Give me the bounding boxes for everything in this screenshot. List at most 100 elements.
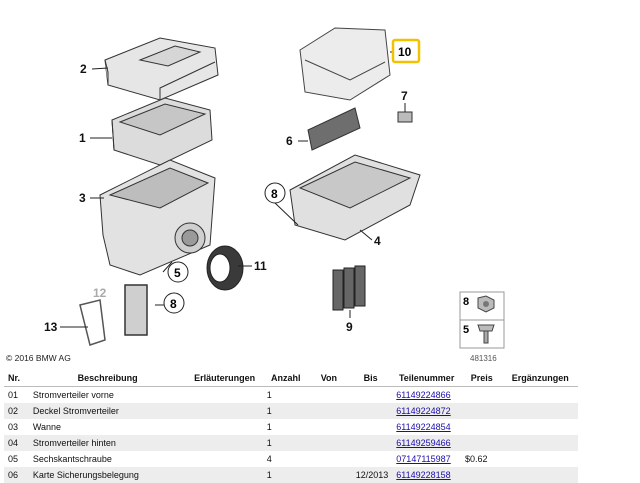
table-row: 05 Sechskantschraube 4 07147115987 $0.62	[4, 451, 578, 467]
header-description: Beschreibung	[28, 370, 187, 387]
row-description: Stromverteiler hinten	[28, 435, 187, 451]
part-number-link[interactable]: 07147115987	[396, 454, 451, 464]
row-price	[461, 403, 503, 419]
row-additions	[502, 451, 578, 467]
callout-8b-circle: 8	[264, 182, 286, 204]
row-additions	[502, 386, 578, 403]
row-from	[308, 419, 349, 435]
row-notes	[186, 403, 263, 419]
row-to	[348, 386, 393, 403]
part-front-distributor	[111, 97, 213, 166]
row-to	[348, 435, 393, 451]
row-description: Karte Sicherungsbelegung	[28, 467, 187, 483]
row-quantity: 1	[262, 467, 309, 483]
callout-6: 6	[286, 134, 293, 148]
row-part-cell: 61149228158	[392, 467, 462, 483]
row-to	[348, 451, 393, 467]
row-nr: 01	[4, 386, 29, 403]
row-part-cell: 61149224854	[392, 419, 462, 435]
row-notes	[186, 451, 263, 467]
row-additions	[502, 467, 578, 483]
row-from	[308, 435, 349, 451]
screw-icon	[477, 324, 495, 332]
row-notes	[186, 467, 263, 483]
table-row: 01 Stromverteiler vorne 1 61149224866	[4, 386, 578, 403]
row-description: Sechskantschraube	[28, 451, 187, 467]
part-relays	[332, 265, 366, 311]
part-number-link[interactable]: 61149259466	[396, 438, 451, 448]
row-additions	[502, 419, 578, 435]
table-row: 03 Wanne 1 61149224854	[4, 419, 578, 435]
part-number-link[interactable]: 61149224872	[396, 406, 451, 416]
callout-13: 13	[44, 320, 58, 334]
callout-7: 7	[401, 89, 408, 103]
row-notes	[186, 419, 263, 435]
part-rear-module	[299, 27, 391, 101]
row-description: Stromverteiler vorne	[28, 386, 187, 403]
callout-3: 3	[79, 191, 86, 205]
callout-12: 12	[93, 286, 107, 300]
callout-9: 9	[346, 320, 353, 334]
row-from	[308, 403, 349, 419]
parts-table: Nr. Beschreibung Erläuterungen Anzahl Vo…	[4, 370, 578, 483]
row-to: 12/2013	[348, 467, 393, 483]
part-number-link[interactable]: 61149224854	[396, 422, 451, 432]
callout-10-highlight: 10	[391, 38, 421, 64]
callout-5-circle: 5	[167, 261, 189, 283]
header-to: Bis	[348, 370, 393, 387]
row-to	[348, 403, 393, 419]
callout-10: 10	[398, 45, 412, 59]
header-from: Von	[308, 370, 349, 387]
row-part-cell: 61149259466	[392, 435, 462, 451]
callout-4: 4	[374, 234, 381, 248]
part-tray	[99, 159, 216, 276]
row-quantity: 1	[262, 435, 309, 451]
row-from	[308, 451, 349, 467]
header-price: Preis	[461, 370, 503, 387]
table-row: 02 Deckel Stromverteiler 1 61149224872	[4, 403, 578, 419]
header-nr: Nr.	[4, 370, 29, 387]
row-part-cell: 61149224866	[392, 386, 462, 403]
row-price: $0.62	[461, 451, 503, 467]
part-fuse	[397, 111, 413, 123]
table-row: 06 Karte Sicherungsbelegung 1 12/2013 61…	[4, 467, 578, 483]
row-quantity: 4	[262, 451, 309, 467]
callout-8-circle: 8	[163, 292, 185, 314]
row-description: Wanne	[28, 419, 187, 435]
row-notes	[186, 386, 263, 403]
row-price	[461, 386, 503, 403]
part-grommet	[206, 245, 244, 291]
row-notes	[186, 435, 263, 451]
row-nr: 02	[4, 403, 29, 419]
image-number: 481316	[470, 354, 497, 363]
row-price	[461, 435, 503, 451]
row-from	[308, 386, 349, 403]
legend-box: 8 5 481316	[459, 291, 505, 363]
part-number-link[interactable]: 61149224866	[396, 390, 451, 400]
part-number-link[interactable]: 61149228158	[396, 470, 451, 480]
callout-1: 1	[79, 131, 86, 145]
row-quantity: 1	[262, 419, 309, 435]
header-part-number: Teilenummer	[392, 370, 462, 387]
row-nr: 06	[4, 467, 29, 483]
row-nr: 05	[4, 451, 29, 467]
callout-5: 5	[174, 266, 181, 280]
row-description: Deckel Stromverteiler	[28, 403, 187, 419]
row-from	[308, 467, 349, 483]
table-row: 04 Stromverteiler hinten 1 61149259466	[4, 435, 578, 451]
part-fuse-card	[307, 107, 361, 151]
copyright: © 2016 BMW AG	[6, 353, 71, 363]
header-notes: Erläuterungen	[186, 370, 263, 387]
part-cover	[104, 37, 219, 101]
callout-2: 2	[80, 62, 87, 76]
row-price	[461, 419, 503, 435]
header-quantity: Anzahl	[262, 370, 309, 387]
header-additions: Ergänzungen	[502, 370, 578, 387]
part-bracket	[79, 284, 148, 346]
table-header-row: Nr. Beschreibung Erläuterungen Anzahl Vo…	[4, 370, 578, 387]
row-nr: 03	[4, 419, 29, 435]
legend-number-8: 8	[463, 296, 469, 308]
row-nr: 04	[4, 435, 29, 451]
row-part-cell: 61149224872	[392, 403, 462, 419]
row-to	[348, 419, 393, 435]
